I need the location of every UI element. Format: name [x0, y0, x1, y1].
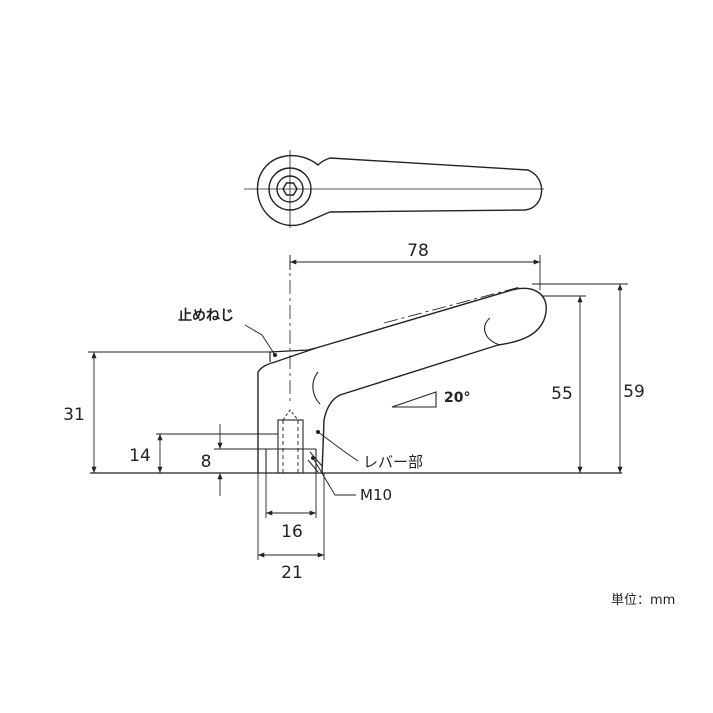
- unit-label: 単位：mm: [611, 592, 675, 608]
- threaded-insert: [277, 419, 304, 474]
- top-view-outline: [256, 154, 543, 227]
- dim-21-label: 21: [281, 563, 303, 583]
- angle-label: 20°: [444, 390, 470, 406]
- top-view: [244, 150, 544, 228]
- dimension-lines: [88, 255, 628, 560]
- dim-78-label: 78: [407, 241, 429, 261]
- dim-8-label: 8: [201, 452, 212, 472]
- set-screw-head: [269, 347, 317, 362]
- dim-59-label: 59: [623, 382, 645, 402]
- angle-triangle: [391, 391, 437, 408]
- leader-dots: [273, 353, 320, 460]
- lever-body-outline: [257, 287, 547, 474]
- dim-31-label: 31: [63, 405, 85, 425]
- set-screw-label: 止めねじ: [178, 307, 234, 324]
- dim-55-label: 55: [551, 384, 573, 404]
- leader-m10: [312, 457, 356, 496]
- leader-set-screw: [244, 324, 276, 356]
- hatch-1: [309, 451, 323, 467]
- dim-14-label: 14: [129, 446, 151, 466]
- hub-curve: [312, 371, 321, 405]
- lever-centerline: [383, 286, 521, 324]
- leader-lever-part: [317, 431, 359, 462]
- lever-part-label: レバー部: [363, 453, 423, 471]
- lever-end-curve: [484, 317, 501, 346]
- side-view: [90, 255, 622, 474]
- thread-cone: [282, 409, 299, 421]
- leader-dot-set-screw: [273, 353, 277, 357]
- leader-dot-lever-part: [316, 430, 320, 434]
- leader-dot-m10: [311, 456, 315, 460]
- dim-16-label: 16: [281, 522, 303, 542]
- hatch-2: [307, 459, 319, 473]
- thread-label: M10: [360, 486, 392, 504]
